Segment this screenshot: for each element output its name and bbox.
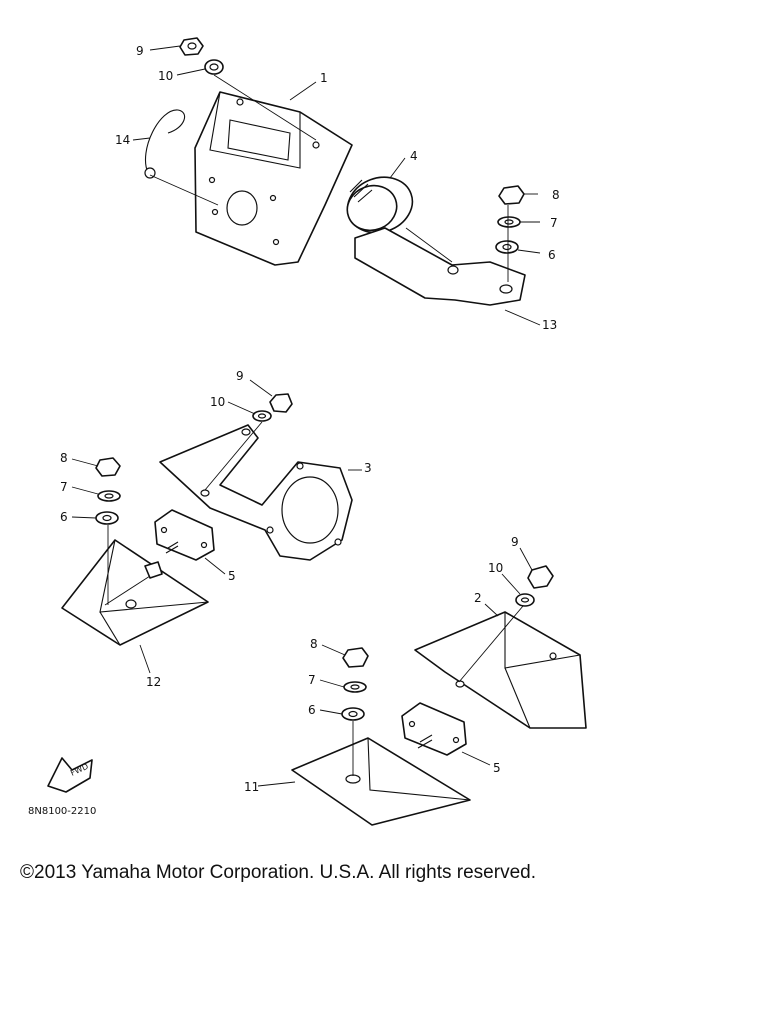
callout-6: 6: [548, 248, 556, 262]
callout-14: 14: [115, 133, 130, 147]
callout-12: 12: [146, 675, 161, 689]
part-11-base: [291, 737, 471, 826]
callout-7: 7: [308, 673, 316, 687]
callout-10: 10: [158, 69, 173, 83]
callout-5: 5: [493, 761, 501, 775]
callout-13: 13: [542, 318, 557, 332]
hardware-group-1: [179, 37, 525, 254]
dashed-guides-group-1: [149, 74, 509, 282]
callout-8: 8: [310, 637, 318, 651]
part-number-labels: 9 10 1 14 4 8 7 6 13 9 10 3 8 7 6 5 12 9…: [60, 44, 560, 794]
parts-diagram: FWD 9 10 1 14 4 8 7 6: [28, 37, 587, 826]
hardware-group-2: [95, 393, 293, 525]
part-14-clip: [144, 109, 186, 179]
copyright-notice: ©2013 Yamaha Motor Corporation. U.S.A. A…: [20, 862, 536, 883]
part-5-damper-middle: [154, 509, 215, 561]
callout-5: 5: [228, 569, 236, 583]
fwd-arrow-icon: FWD: [47, 757, 93, 793]
callout-3: 3: [364, 461, 372, 475]
callout-11: 11: [244, 780, 259, 794]
callout-2: 2: [474, 591, 482, 605]
part-1-bracket: [194, 91, 353, 266]
part-2-bracket: [414, 611, 587, 729]
callout-7: 7: [550, 216, 558, 230]
callout-4: 4: [410, 149, 418, 163]
callout-9: 9: [511, 535, 519, 549]
part-4-speedometer: [346, 176, 414, 234]
callout-8: 8: [60, 451, 68, 465]
callout-6: 6: [308, 703, 316, 717]
callout-9: 9: [236, 369, 244, 383]
callout-8: 8: [552, 188, 560, 202]
dashed-guides-group-2: [104, 421, 263, 606]
drawing-code: 8N8100-2210: [28, 806, 96, 817]
part-3-meter-stay: [159, 424, 353, 561]
dashed-guides-group-3: [352, 605, 524, 776]
part-5-damper-bottom: [401, 702, 467, 756]
callout-1: 1: [320, 71, 328, 85]
callout-7: 7: [60, 480, 68, 494]
callout-9: 9: [136, 44, 144, 58]
callout-10: 10: [488, 561, 503, 575]
callout-10: 10: [210, 395, 225, 409]
leader-lines: [71, 45, 541, 787]
callout-6: 6: [60, 510, 68, 524]
part-13-stay: [354, 227, 526, 306]
part-12-base: [61, 539, 209, 646]
